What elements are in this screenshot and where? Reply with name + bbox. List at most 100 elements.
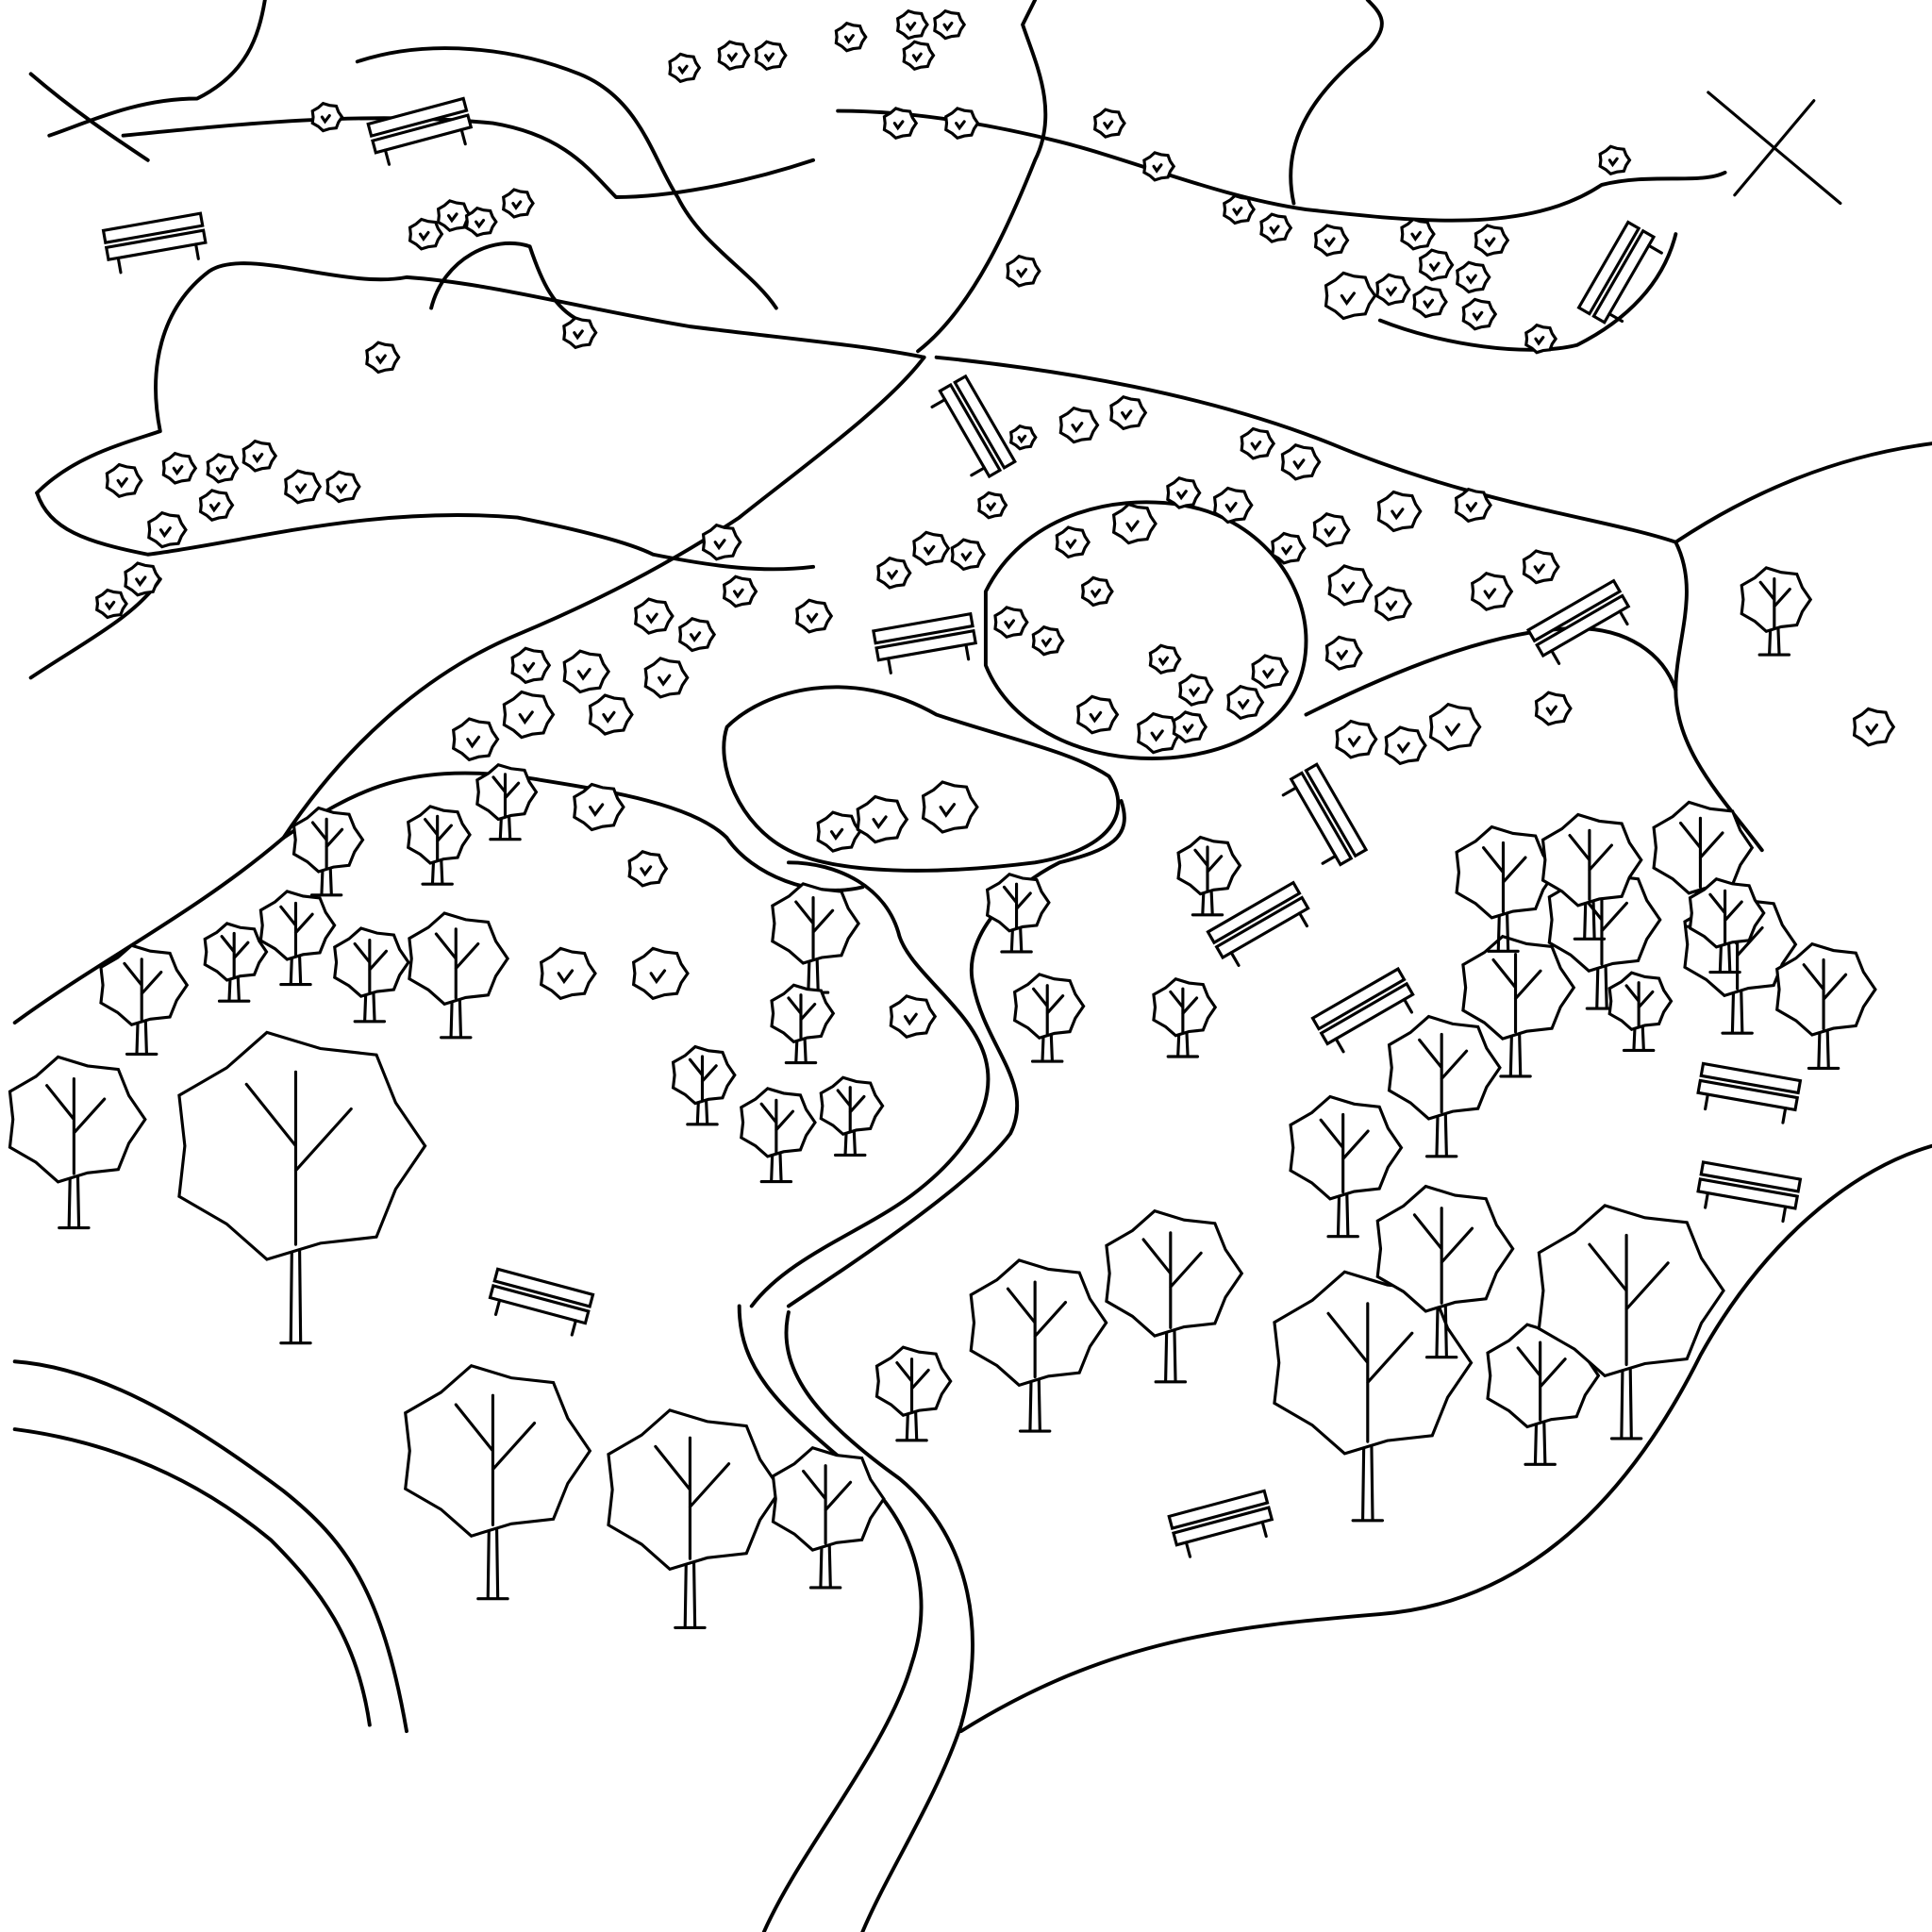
tree-icon bbox=[1111, 502, 1158, 545]
north-east-path-2 bbox=[1289, 0, 1384, 206]
tree-icon bbox=[1688, 877, 1766, 974]
lawn-left-edge bbox=[12, 771, 865, 1025]
picnic-table-icon bbox=[1310, 966, 1415, 1054]
tree-icon bbox=[795, 598, 834, 634]
tree-icon bbox=[177, 1030, 427, 1345]
tree-icon bbox=[1524, 323, 1558, 355]
tree-icon bbox=[99, 943, 190, 1056]
tree-icon bbox=[1178, 674, 1214, 707]
tree-icon bbox=[671, 1044, 737, 1126]
tree-icon bbox=[1412, 285, 1448, 319]
tree-icon bbox=[464, 206, 498, 238]
tree-icon bbox=[105, 462, 143, 498]
tree-icon bbox=[834, 21, 868, 53]
tree-icon bbox=[1534, 691, 1573, 726]
tree-icon bbox=[1031, 625, 1065, 657]
right-upper-edge bbox=[934, 355, 1932, 544]
tree-icon bbox=[206, 453, 240, 484]
tree-icon bbox=[1212, 486, 1254, 525]
tree-icon bbox=[408, 217, 444, 251]
tree-icon bbox=[1251, 654, 1290, 690]
tree-icon bbox=[701, 523, 742, 561]
tree-icon bbox=[1271, 531, 1307, 565]
tree-icon bbox=[203, 922, 269, 1003]
tree-icon bbox=[856, 794, 909, 844]
bench-icon bbox=[1206, 880, 1310, 967]
tree-icon bbox=[1240, 426, 1276, 460]
tree-icon bbox=[1226, 684, 1265, 721]
tree-icon bbox=[1375, 1184, 1515, 1359]
tree-icon bbox=[1387, 1014, 1502, 1158]
tree-icon bbox=[643, 657, 690, 699]
tree-icon bbox=[242, 439, 278, 473]
tree-icon bbox=[993, 606, 1029, 640]
tree-icon bbox=[436, 199, 473, 232]
tree-icon bbox=[510, 646, 552, 685]
tree-icon bbox=[1455, 824, 1557, 953]
tree-icon bbox=[325, 470, 361, 504]
tree-icon bbox=[1454, 487, 1492, 524]
tree-icon bbox=[770, 983, 836, 1065]
tree-icon bbox=[501, 188, 535, 219]
tree-icon bbox=[1740, 566, 1813, 657]
west-road-2 bbox=[28, 72, 150, 162]
tree-icon bbox=[1775, 941, 1877, 1070]
tree-icon bbox=[451, 717, 500, 762]
tree-icon bbox=[1335, 719, 1378, 759]
north-west-path-2 bbox=[121, 116, 815, 199]
tree-icon bbox=[1461, 934, 1576, 1078]
tree-icon bbox=[1012, 973, 1086, 1063]
tree-icon bbox=[1259, 212, 1293, 243]
tree-icon bbox=[1092, 108, 1126, 139]
tree-icon bbox=[404, 1363, 592, 1601]
tree-icon bbox=[1166, 476, 1202, 509]
tree-icon bbox=[722, 575, 758, 608]
tree-icon bbox=[284, 469, 323, 505]
bench-icon bbox=[872, 611, 978, 675]
tree-icon bbox=[1418, 248, 1455, 282]
tree-icon bbox=[1324, 271, 1377, 321]
tree-icon bbox=[1428, 702, 1482, 752]
park-furniture bbox=[101, 91, 1842, 1558]
inner-loop bbox=[983, 500, 1308, 760]
park-paths bbox=[12, 0, 1932, 1932]
loop-path bbox=[722, 685, 1121, 873]
picnic-table-icon bbox=[488, 1267, 595, 1337]
tree-icon bbox=[912, 530, 951, 566]
tree-icon bbox=[502, 690, 556, 740]
tree-icon bbox=[921, 780, 979, 834]
tree-icon bbox=[573, 782, 625, 832]
bench-icon bbox=[930, 374, 1017, 479]
tree-icon bbox=[1176, 835, 1242, 917]
top-left-path-2 bbox=[35, 491, 815, 572]
north-east-path bbox=[836, 108, 1727, 223]
main-path-bottom-left-edge bbox=[737, 1304, 924, 1932]
tree-icon bbox=[1008, 424, 1038, 451]
tree-icon bbox=[333, 926, 410, 1024]
tree-icon bbox=[1376, 490, 1423, 533]
center-path-2 bbox=[749, 860, 991, 1308]
tree-icon bbox=[198, 489, 235, 522]
tree-icon bbox=[944, 107, 980, 141]
tree-icon bbox=[147, 510, 188, 549]
tree-icon bbox=[668, 52, 702, 84]
tree-icon bbox=[1607, 971, 1674, 1053]
tree-icon bbox=[627, 850, 669, 888]
tree-icon bbox=[1280, 443, 1322, 481]
tree-icon bbox=[310, 101, 344, 133]
north-trees-edge bbox=[1377, 232, 1678, 352]
tree-icon bbox=[1105, 1208, 1244, 1384]
bench-icon bbox=[1167, 1489, 1274, 1558]
tree-icon bbox=[1313, 224, 1350, 258]
north-loop bbox=[355, 46, 778, 310]
tree-icon bbox=[291, 806, 365, 897]
tree-icon bbox=[1273, 1270, 1474, 1523]
tree-icon bbox=[539, 946, 597, 1001]
tree-icon bbox=[819, 1075, 885, 1158]
tree-icon bbox=[889, 994, 938, 1039]
tree-icon bbox=[1142, 151, 1176, 182]
tree-icon bbox=[977, 491, 1008, 520]
tree-icon bbox=[475, 762, 539, 841]
tree-icon bbox=[771, 1445, 886, 1590]
